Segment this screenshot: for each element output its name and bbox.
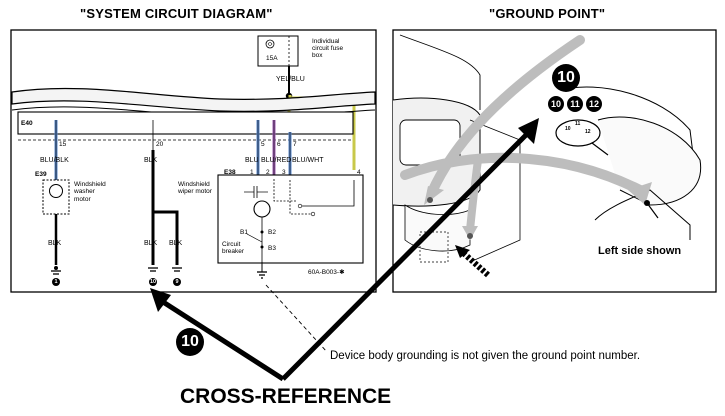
wiper-module xyxy=(217,174,364,264)
washer-motor-label: Windshield washer motor xyxy=(74,181,106,203)
connector-e39: E39 xyxy=(35,171,47,178)
wire-blk-washer: BLK xyxy=(48,240,62,247)
pin-20: 20 xyxy=(156,141,164,148)
ground-point-header: "GROUND POINT" xyxy=(489,6,606,21)
fuse-box xyxy=(257,35,299,67)
circuit-diagram-header: "SYSTEM CIRCUIT DIAGRAM" xyxy=(80,6,273,21)
pin-7: 7 xyxy=(293,141,297,148)
left-side-caption: Left side shown xyxy=(598,245,682,257)
crossref-arrow-left xyxy=(158,297,285,382)
junction-block xyxy=(17,111,354,135)
ground-number-9: 9 xyxy=(173,278,181,286)
crossref-number: 10 xyxy=(176,328,204,356)
wiper-motor-symbol xyxy=(253,200,271,218)
pin-4: 4 xyxy=(357,169,361,176)
breaker-b3: B3 xyxy=(268,245,276,252)
washer-motor xyxy=(49,184,63,198)
bolt-number-11: 11 xyxy=(575,121,581,127)
fuse-symbol xyxy=(265,39,275,49)
ground-number-1: 1 xyxy=(52,278,60,286)
group-number-10: 10 xyxy=(548,96,564,112)
bolt-cluster xyxy=(555,119,601,147)
feed-wire-label: YEL/BLU xyxy=(276,76,305,83)
bolt-number-10: 10 xyxy=(565,126,571,132)
crossref-title: CROSS-REFERENCE xyxy=(180,385,392,408)
connector-e40: E40 xyxy=(21,120,33,127)
pin-1: 1 xyxy=(250,169,254,176)
wire-blu-wht: BLU/WHT xyxy=(292,157,324,164)
fuse-box-label: Individual circuit fuse box xyxy=(312,38,344,60)
pin-3: 3 xyxy=(282,169,286,176)
crossref-arrow-right xyxy=(281,131,530,381)
pin-15: 15 xyxy=(59,141,67,148)
ground-bolt-left xyxy=(427,197,433,203)
pin-2: 2 xyxy=(266,169,270,176)
pin-5: 5 xyxy=(261,141,265,148)
wire-blk-upper: BLK xyxy=(144,157,158,164)
breaker-b2: B2 xyxy=(268,229,276,236)
ground-point-number: 10 xyxy=(552,64,580,92)
bolt-number-12: 12 xyxy=(585,129,591,135)
note-pointer xyxy=(265,284,328,353)
pin-6: 6 xyxy=(277,141,281,148)
group-number-12: 12 xyxy=(586,96,602,112)
wire-blu-blk: BLU/BLK xyxy=(40,157,69,164)
breaker-b1: B1 xyxy=(240,229,248,236)
wiper-motor-label: Windshield wiper motor xyxy=(178,181,212,196)
connector-e38: E38 xyxy=(224,169,236,176)
circuit-breaker-label: Circuit breaker xyxy=(222,241,245,256)
diagram-code: 60A-B003-✱ xyxy=(308,269,345,276)
wire-blk-ground-b: BLK xyxy=(169,240,183,247)
device-grounding-note: Device body grounding is not given the g… xyxy=(330,350,641,362)
group-number-11: 11 xyxy=(567,96,583,112)
wire-blu-red: BLU/RED xyxy=(261,157,292,164)
ground-number-10: 10 xyxy=(149,278,157,286)
harness-band xyxy=(11,87,376,112)
wire-blk-ground-a: BLK xyxy=(144,240,158,247)
wire-blu: BLU xyxy=(245,157,259,164)
fuse-rating: 15A xyxy=(266,55,278,62)
